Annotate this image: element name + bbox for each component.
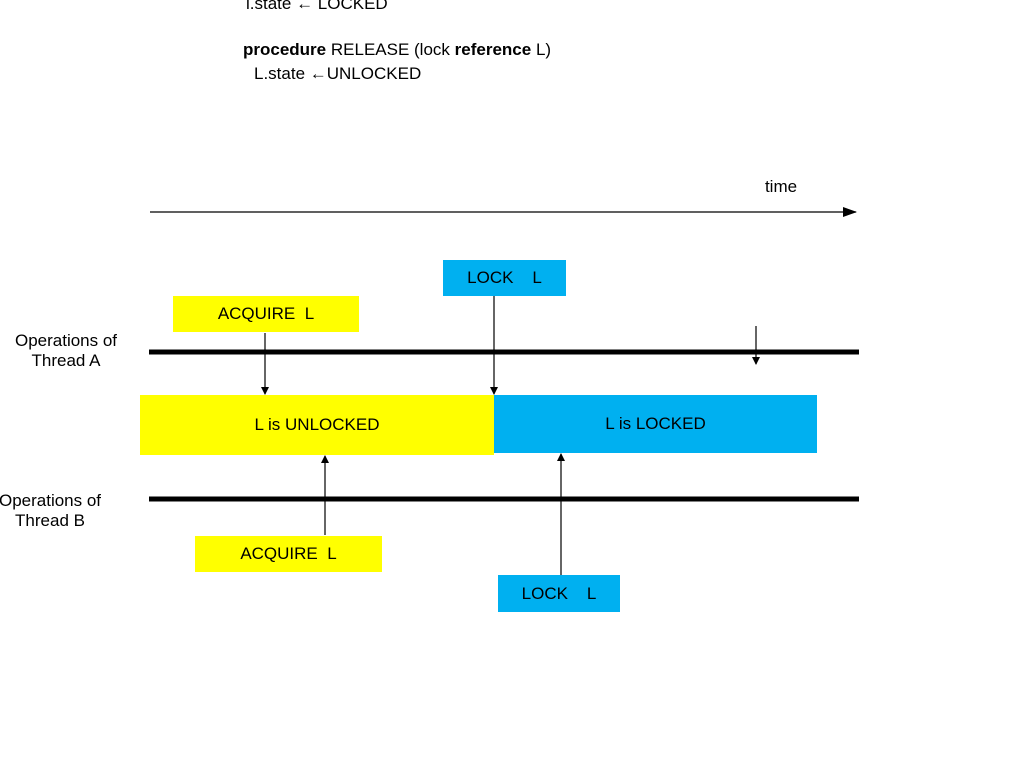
thread-a-lock-box: LOCK L <box>443 260 566 296</box>
code-line-release-body: L.state ←UNLOCKED <box>254 64 422 83</box>
code-line-release-signature: procedure RELEASE (lock reference L) <box>243 40 551 60</box>
state-unlocked-bar: L is UNLOCKED <box>140 395 494 455</box>
code-line-acquire-tail: l.state ← LOCKED <box>246 0 388 13</box>
thread-a-label: Operations of Thread A <box>14 331 118 370</box>
thread-b-acquire-box: ACQUIRE L <box>195 536 382 572</box>
thread-a-acquire-box: ACQUIRE L <box>173 296 359 332</box>
state-locked-bar: L is LOCKED <box>494 395 817 453</box>
keyword-reference: reference <box>454 40 532 59</box>
procedure-name: RELEASE (lock <box>330 40 450 59</box>
procedure-arg: L) <box>535 40 552 59</box>
time-label: time <box>764 177 798 196</box>
thread-b-label: Operations of Thread B <box>0 491 102 530</box>
thread-b-lock-box: LOCK L <box>498 575 620 612</box>
keyword-procedure: procedure <box>243 40 327 59</box>
